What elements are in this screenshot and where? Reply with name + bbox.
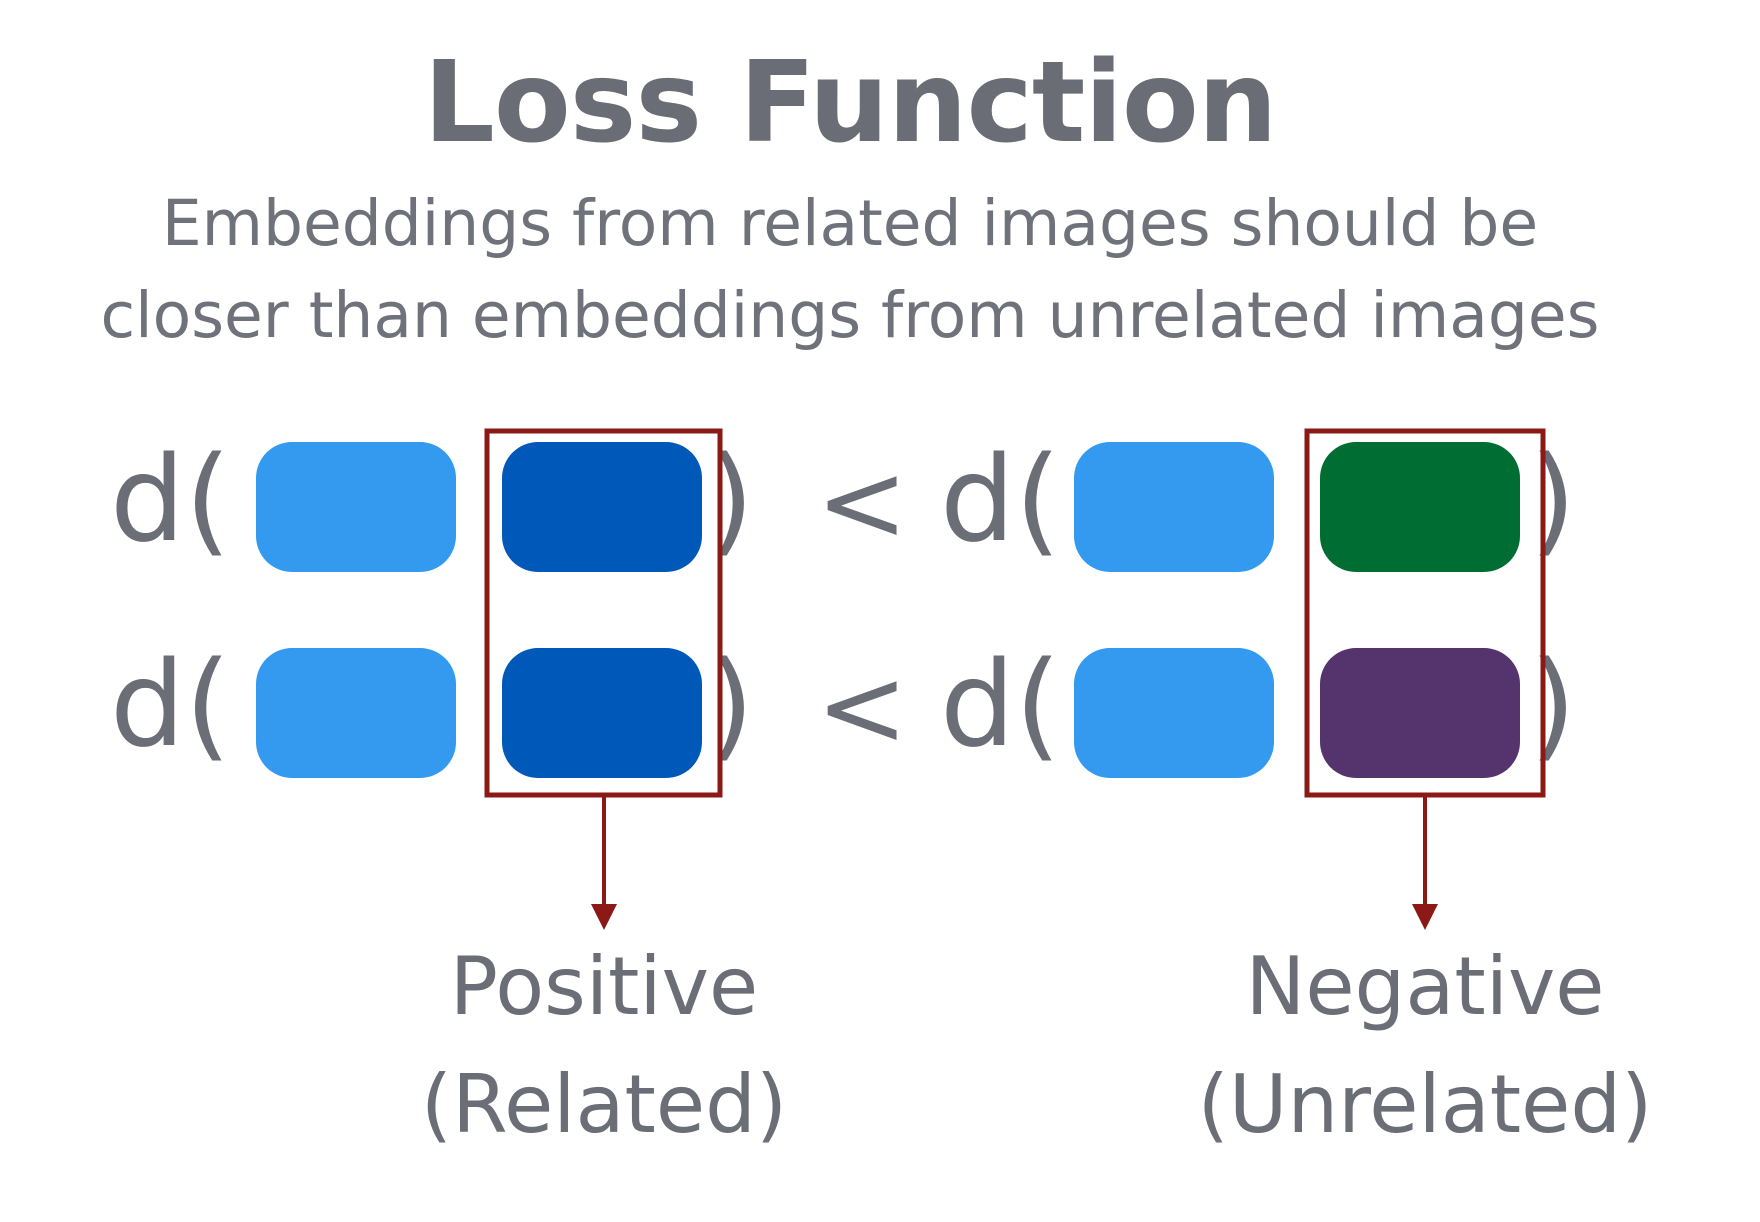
formula-row-2: d( ) < d( ) bbox=[110, 635, 1576, 778]
negative-highlight-box bbox=[1304, 428, 1546, 798]
negative-embedding-2 bbox=[1320, 648, 1520, 778]
distance-symbol-left-2: d( bbox=[110, 635, 231, 773]
anchor-embedding-right-2 bbox=[1074, 648, 1274, 778]
distance-symbol-left-1: d( bbox=[110, 430, 231, 568]
close-paren-right-1: ) bbox=[1530, 430, 1576, 568]
positive-label-line-2: (Related) bbox=[420, 1058, 788, 1151]
subtitle-line-2: closer than embeddings from unrelated im… bbox=[100, 279, 1600, 352]
slide-subtitle: Embeddings from related images should be… bbox=[0, 178, 1700, 362]
negative-embedding-1 bbox=[1320, 442, 1520, 572]
subtitle-line-1: Embeddings from related images should be bbox=[161, 187, 1539, 260]
anchor-embedding-right-1 bbox=[1074, 442, 1274, 572]
close-paren-right-2: ) bbox=[1530, 635, 1576, 773]
close-paren-left-2: ) bbox=[708, 635, 754, 773]
positive-embedding-1 bbox=[502, 442, 702, 572]
formula-row-1: d( ) < d( ) bbox=[110, 430, 1576, 572]
positive-embedding-2 bbox=[502, 648, 702, 778]
negative-label: Negative (Unrelated) bbox=[1185, 928, 1665, 1164]
positive-arrow bbox=[591, 797, 617, 930]
anchor-embedding-left-1 bbox=[256, 442, 456, 572]
distance-symbol-right-2: d( bbox=[940, 635, 1061, 773]
negative-arrowhead bbox=[1412, 904, 1438, 930]
slide-title: Loss Function bbox=[423, 38, 1277, 168]
distance-symbol-right-1: d( bbox=[940, 430, 1061, 568]
positive-highlight-box bbox=[484, 428, 723, 798]
anchor-embedding-left-2 bbox=[256, 648, 456, 778]
less-than-2: < bbox=[816, 643, 908, 771]
less-than-1: < bbox=[816, 438, 908, 566]
negative-arrow bbox=[1412, 797, 1438, 930]
positive-label: Positive (Related) bbox=[404, 928, 804, 1164]
negative-label-line-2: (Unrelated) bbox=[1197, 1058, 1653, 1151]
positive-arrowhead bbox=[591, 904, 617, 930]
close-paren-left-1: ) bbox=[708, 430, 754, 568]
positive-label-line-1: Positive bbox=[449, 940, 759, 1033]
negative-label-line-1: Negative bbox=[1245, 940, 1605, 1033]
